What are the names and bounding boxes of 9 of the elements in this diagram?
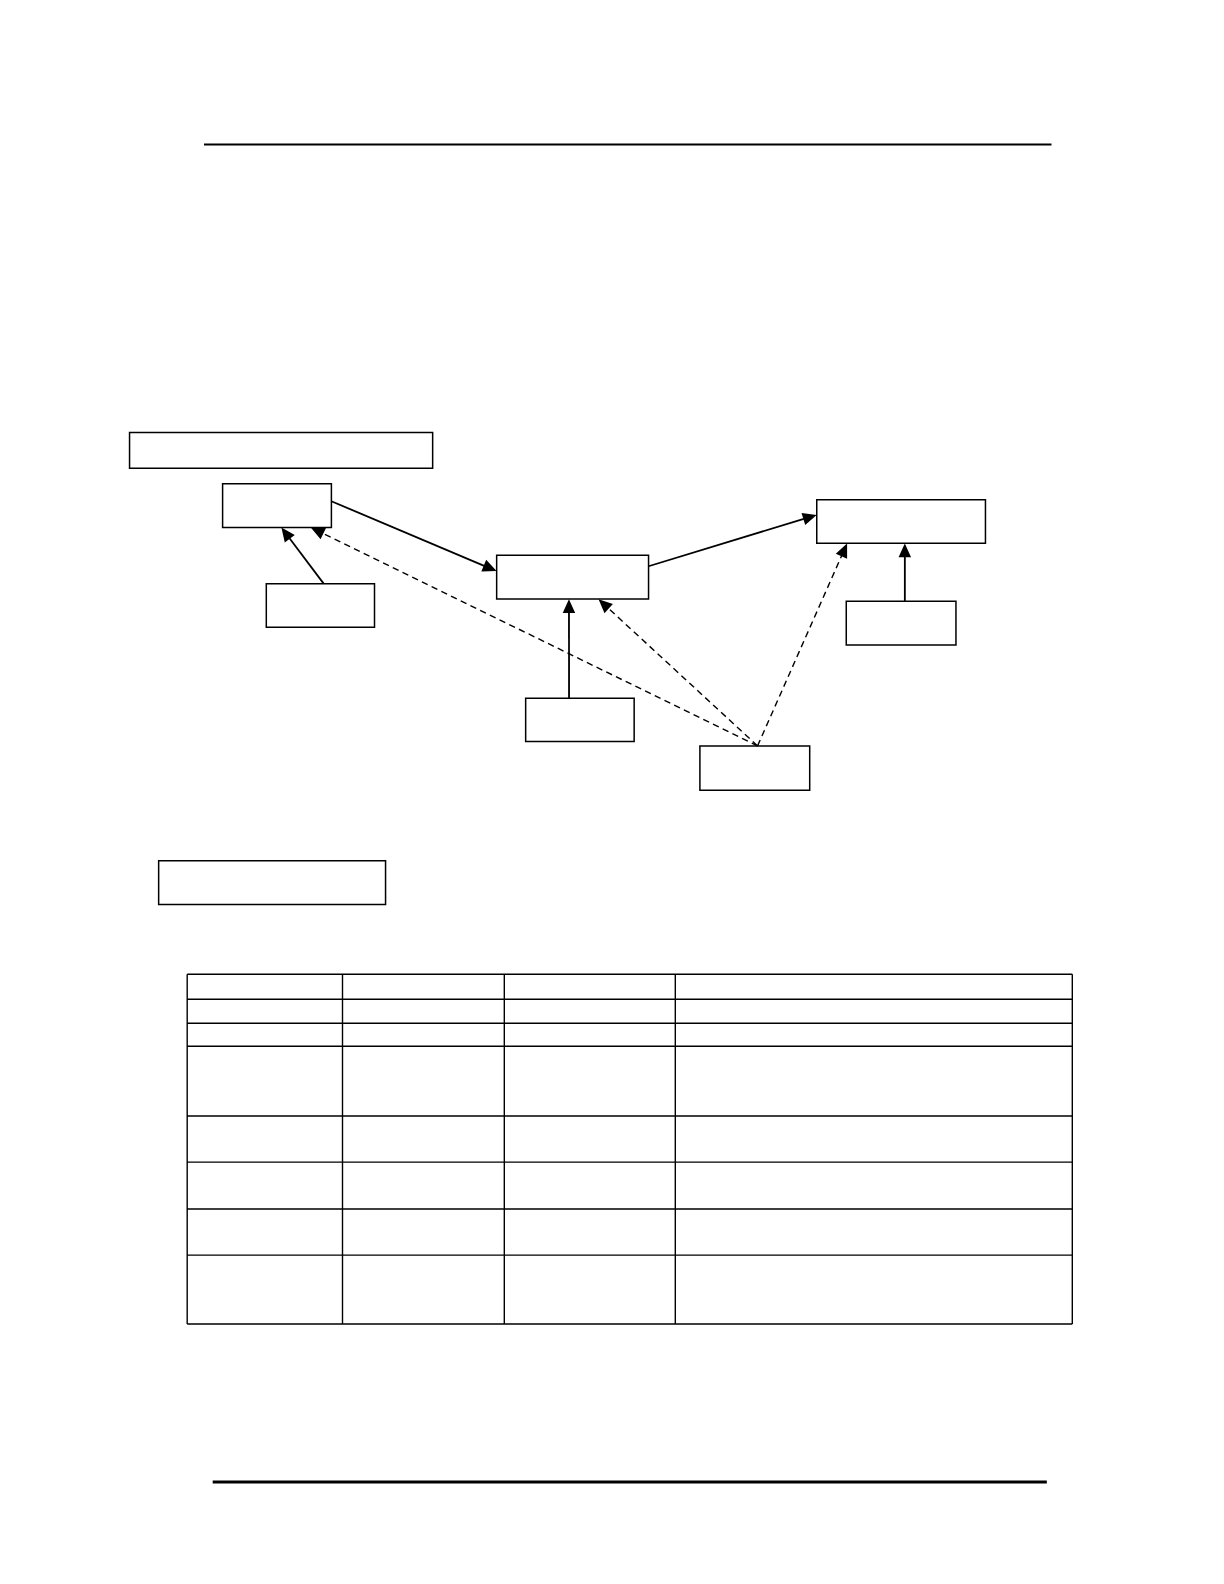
empty-box: [128, 431, 434, 469]
empty-box: [845, 600, 957, 646]
empty-box: [816, 498, 987, 545]
empty-box: [221, 483, 333, 529]
empty-box: [524, 697, 635, 743]
empty-box: [265, 582, 376, 629]
empty-box: [157, 860, 387, 906]
empty-box: [495, 554, 650, 600]
empty-box: [699, 745, 811, 792]
